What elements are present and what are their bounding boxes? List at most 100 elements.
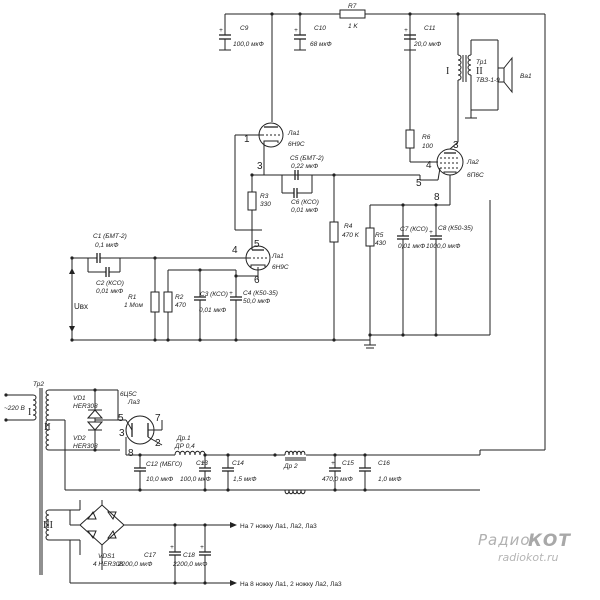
dr2-ref: Др 2 [283,463,298,470]
svg-text:+: + [170,544,174,551]
capacitor-c16: C16 1,0 мкФ [359,455,402,490]
ba1-ref: Ва1 [520,73,532,80]
r1-value: 1 Мом [124,302,143,309]
b-plus-feed [480,14,546,451]
l2-cathode-net [369,198,451,228]
tr1-value: ТВЗ-1-9 [476,77,500,84]
pin-l2-8: 8 [434,192,440,203]
resistor-r7: R7 1 K [339,3,366,30]
c4-ref: C4 (К50-35) [243,290,278,297]
c1-value: 0,1 мкФ [95,242,119,249]
r7-ref: R7 [348,3,357,10]
capacitor-c5: C5 (БМТ-2) 0,22 мкФ [290,155,324,180]
c5-value: 0,22 мкФ [291,163,318,170]
c18-value: 2200,0 мкФ [172,561,207,568]
resistor-r4: R4 470 K [329,175,360,342]
capacitor-c3: C3 (КСО) 0,01 мкФ [194,270,228,342]
c3-ref: C3 (КСО) [200,291,228,298]
l3-ref: 6Ц5С [120,391,137,398]
c10-ref: C10 [314,25,326,32]
tr2-winding-iii: III [43,520,53,531]
r2-value: 470 [175,302,186,309]
capacitor-c17: + C17 2200,0 мкФ [117,525,181,583]
mains-label: ~220 В [4,405,25,412]
c14-value: 1,5 мкФ [233,476,257,483]
dr1-ref: Др.1 [176,435,191,442]
input-label: Uвх [74,302,88,311]
tube-l1b: 4 5 6 Ла1 6Н9С [226,236,289,286]
resistor-r1: R1 1 Мом [124,256,226,342]
svg-text:+: + [219,27,223,34]
r7-value: 1 K [348,23,358,30]
heater-pin8-label: На 8 ножку Ла1, 2 ножку Ла2, Ла3 [240,581,342,588]
tr1-winding-ii: II [476,66,483,77]
l3-value: Ла3 [127,399,140,406]
capacitor-c12: C12 (МБГО) 10,0 мкФ [134,455,182,490]
r2-ref: R2 [175,294,184,301]
pin-l3-3: 3 [119,428,125,439]
tr1-winding-i: I [446,66,449,77]
svg-text:+: + [200,544,204,551]
c7-value: 0,01 мкФ [398,243,425,250]
r5-value: 430 [375,240,386,247]
vds1-value: 4 HER308 [93,561,123,568]
c4-value: 50,0 мкФ [243,298,270,305]
c7-ref: C7 (КСО) [400,226,428,233]
choke-dr2: Др 2 [275,450,480,495]
c17-value: 2200,0 мкФ [117,561,152,568]
tube-l3: 6Ц5С Ла3 5 7 3 2 8 [117,391,163,459]
pin-l1b-6: 6 [254,275,260,286]
c8-value: 1000,0 мкФ [426,243,460,250]
c8-ref: C8 (К50-35) [438,225,473,232]
c1-ref: C1 (БМТ-2) [93,233,127,240]
c10-value: 68 мкФ [310,41,332,48]
tr2-winding-i: I [28,407,31,418]
pin-l2-3: 3 [453,140,459,151]
top-supply-rail [225,12,545,16]
r5-ref: R5 [375,232,384,239]
choke-dr1: Др.1 ДР 0,4 [174,435,206,456]
output-transformer-tr1: I II Тр1 ТВЗ-1-9 [446,14,500,119]
resistor-r3: R3 330 [247,191,271,236]
c15-value: 470,0 мкФ [322,476,353,483]
pin-l3-7: 7 [155,413,161,424]
c12-value: 10,0 мкФ [146,476,173,483]
input-network: Uвх [69,256,370,342]
capacitor-c15: + C15 470,0 мкФ [322,455,354,490]
l1b-ref: Ла1 [271,253,284,260]
filter-chain [125,450,481,492]
svg-text:+: + [201,460,205,467]
bridge-vds1: VDS1 4 HER308 [49,500,150,570]
heater-pin7-label: На 7 ножку Ла1, Ла2, Ла3 [240,523,317,530]
capacitor-c14: C14 1,5 мкФ [222,455,257,490]
svg-text:+: + [429,229,433,236]
c2-value: 0,01 мкФ [96,288,123,295]
pin-l3-8: 8 [128,448,134,459]
l1b-value: 6Н9С [272,264,289,271]
c12-ref: C12 (МБГО) [146,461,182,468]
l1b-cathode-net [168,268,259,280]
watermark-logo: Радио КОТ radiokot.ru [478,531,571,564]
resistor-r2: R2 470 [163,270,186,342]
c11-ref: C11 [424,25,436,32]
tr2-ref: Тр2 [33,381,44,388]
capacitor-c13: + C13 100,0 мкФ [180,455,211,490]
tube-l1a: 1 3 Ла1 6Н9С [234,14,305,172]
watermark-line1: Радио [478,531,531,549]
diode-vd1-vd2: VD1 HER308 VD2 HER308 [70,388,120,452]
r3-ref: R3 [260,193,269,200]
pin-l1b-5: 5 [254,239,260,250]
heater-rails: На 7 ножку Ла1, Ла2, Ла3 На 8 ножку Ла1,… [69,522,342,588]
r4-ref: R4 [344,223,353,230]
watermark-line2: КОТ [528,531,571,551]
r4-value: 470 K [342,232,360,239]
capacitor-c10: + C10 68 мкФ [294,14,332,51]
speaker-ba1: Ва1 [497,56,532,94]
c17-ref: C17 [144,552,156,559]
pin-l2-5: 5 [416,178,422,189]
capacitor-c18: + C18 2200,0 мкФ [172,525,211,583]
l1a-ref: Ла1 [287,130,300,137]
vd2-ref: VD2 [73,435,86,442]
c2-ref: C2 (КСО) [96,280,124,287]
